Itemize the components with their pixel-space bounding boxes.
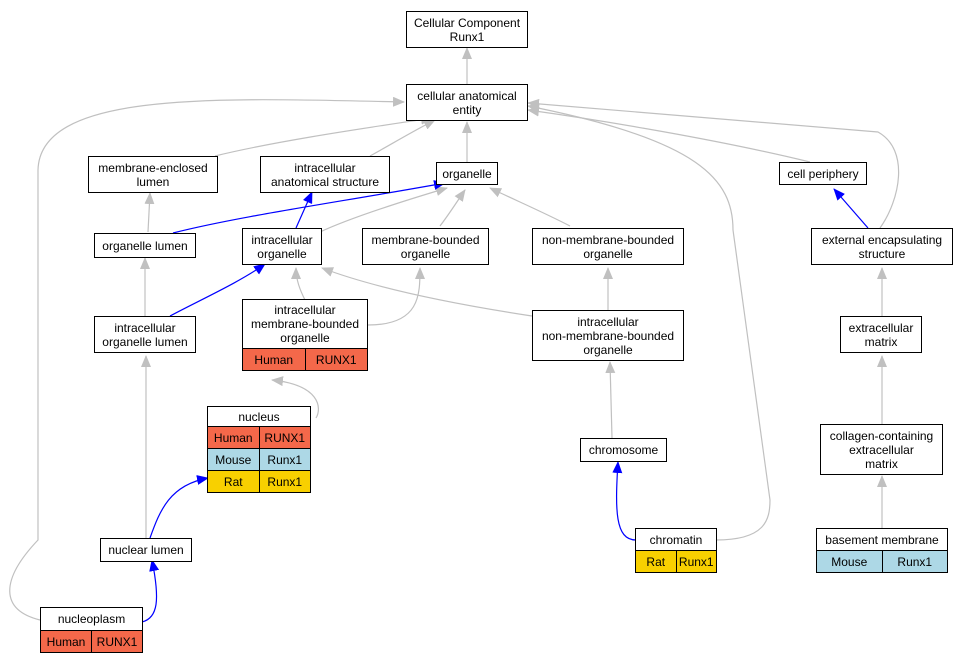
node-nl-label: nuclear lumen xyxy=(108,543,184,557)
node-mbo-label: membrane-bounded organelle xyxy=(371,232,480,261)
edge-mel-cae xyxy=(214,114,433,157)
annotation-row: Human RUNX1 xyxy=(208,426,310,448)
node-np-label: nucleoplasm xyxy=(57,612,126,626)
node-membrane-bounded-organelle[interactable]: membrane-bounded organelle xyxy=(362,228,489,265)
edge-chr-inmbo xyxy=(605,361,616,439)
edge-chromatin-chr xyxy=(612,461,637,541)
node-basement-membrane[interactable]: basement membrane Mouse Runx1 xyxy=(816,528,948,573)
edge-np-nl xyxy=(141,559,160,623)
annotation-row: Human RUNX1 xyxy=(243,348,367,370)
node-collagen-containing-extracellular-matrix[interactable]: collagen-containing extracellular matrix xyxy=(820,424,943,475)
node-ol-label: organelle lumen xyxy=(102,238,188,253)
node-chromatin-label: chromatin xyxy=(649,532,703,547)
node-root[interactable]: Cellular Component Runx1 xyxy=(406,11,528,48)
edge-iol-io xyxy=(169,263,266,317)
gene-cell: RUNX1 xyxy=(304,349,367,370)
node-iol-label: intracellular organelle lumen xyxy=(102,320,188,349)
node-membrane-enclosed-lumen[interactable]: membrane-enclosed lumen xyxy=(88,156,218,193)
species-cell: Mouse xyxy=(208,449,259,470)
annotation-row: Mouse Runx1 xyxy=(817,550,947,572)
node-cp-label: cell periphery xyxy=(787,166,859,181)
node-cae-label: cellular anatomical entity xyxy=(417,88,517,117)
node-ees-label: external encapsulating structure xyxy=(821,232,943,261)
edge-io-ias xyxy=(295,191,313,229)
node-intracellular-membrane-bounded-organelle[interactable]: intracellular membrane-bounded organelle… xyxy=(242,299,368,371)
edge-ees-cp xyxy=(833,188,869,229)
species-cell: Human xyxy=(41,631,91,652)
node-nucleoplasm[interactable]: nucleoplasm Human RUNX1 xyxy=(40,607,143,653)
species-cell: Mouse xyxy=(817,551,882,572)
gene-cell: RUNX1 xyxy=(258,427,310,448)
node-intracellular-organelle-lumen[interactable]: intracellular organelle lumen xyxy=(94,316,196,353)
annotation-row: Rat Runx1 xyxy=(636,550,716,572)
edge-ias-cae xyxy=(369,119,436,157)
node-mel-label: membrane-enclosed lumen xyxy=(98,160,208,189)
gene-cell: Runx1 xyxy=(258,471,310,492)
edge-io-org xyxy=(319,186,448,233)
edge-ol-mel xyxy=(144,192,155,233)
species-cell: Human xyxy=(243,349,305,370)
node-org-label: organelle xyxy=(442,166,492,181)
edge-imbo-mbo xyxy=(367,267,425,326)
node-io-label: intracellular organelle xyxy=(251,232,313,261)
edge-cp-cae xyxy=(527,106,811,163)
annotation-row: Rat Runx1 xyxy=(208,470,310,492)
node-chromosome[interactable]: chromosome xyxy=(580,438,667,462)
node-chromatin[interactable]: chromatin Rat Runx1 xyxy=(635,528,717,573)
edge-nmbo-org xyxy=(489,187,571,227)
edge-chromatin-cae xyxy=(527,103,771,541)
node-cell-periphery[interactable]: cell periphery xyxy=(779,162,867,185)
node-non-membrane-bounded-organelle[interactable]: non-membrane-bounded organelle xyxy=(532,228,684,265)
species-cell: Rat xyxy=(208,471,259,492)
node-intracellular-non-membrane-bounded-organelle[interactable]: intracellular non-membrane-bounded organ… xyxy=(532,310,684,361)
node-organelle[interactable]: organelle xyxy=(436,162,498,185)
gene-cell: RUNX1 xyxy=(91,631,142,652)
node-ias-label: intracellular anatomical structure xyxy=(270,160,380,189)
species-cell: Human xyxy=(208,427,259,448)
node-chr-label: chromosome xyxy=(588,443,659,457)
node-inmbo-label: intracellular non-membrane-bounded organ… xyxy=(541,314,675,357)
node-extracellular-matrix[interactable]: extracellular matrix xyxy=(840,316,922,353)
node-root-label: Cellular Component Runx1 xyxy=(413,15,521,44)
edge-inmbo-io xyxy=(321,267,533,317)
edge-nl-nuc xyxy=(149,475,209,539)
node-cellular-anatomical-entity[interactable]: cellular anatomical entity xyxy=(406,84,528,121)
annotation-row: Human RUNX1 xyxy=(41,630,142,652)
node-external-encapsulating-structure[interactable]: external encapsulating structure xyxy=(811,228,953,265)
node-nuclear-lumen[interactable]: nuclear lumen xyxy=(100,538,192,562)
edge-imbo-io xyxy=(291,267,306,301)
node-nuc-label: nucleus xyxy=(238,409,280,424)
edge-np-cae xyxy=(9,96,405,621)
annotation-row: Mouse Runx1 xyxy=(208,448,310,470)
edge-ees-cae xyxy=(527,98,900,229)
node-organelle-lumen[interactable]: organelle lumen xyxy=(94,233,196,258)
node-intracellular-anatomical-structure[interactable]: intracellular anatomical structure xyxy=(260,156,390,193)
edge-ol-org xyxy=(172,180,446,234)
gene-cell: Runx1 xyxy=(258,449,310,470)
species-cell: Rat xyxy=(636,551,676,572)
node-intracellular-organelle[interactable]: intracellular organelle xyxy=(242,228,322,265)
gene-cell: Runx1 xyxy=(881,551,947,572)
edge-mbo-org xyxy=(439,189,466,227)
node-nmbo-label: non-membrane-bounded organelle xyxy=(541,232,675,261)
node-cce-label: collagen-containing extracellular matrix xyxy=(829,428,934,471)
node-nucleus[interactable]: nucleus Human RUNX1 Mouse Runx1 Rat Runx… xyxy=(207,406,311,493)
gene-cell: Runx1 xyxy=(675,551,716,572)
edge-nuc-imbo xyxy=(271,376,319,419)
node-bm-label: basement membrane xyxy=(825,532,939,547)
node-imbo-label: intracellular membrane-bounded organelle xyxy=(250,303,360,345)
node-ecm-label: extracellular matrix xyxy=(848,320,914,349)
